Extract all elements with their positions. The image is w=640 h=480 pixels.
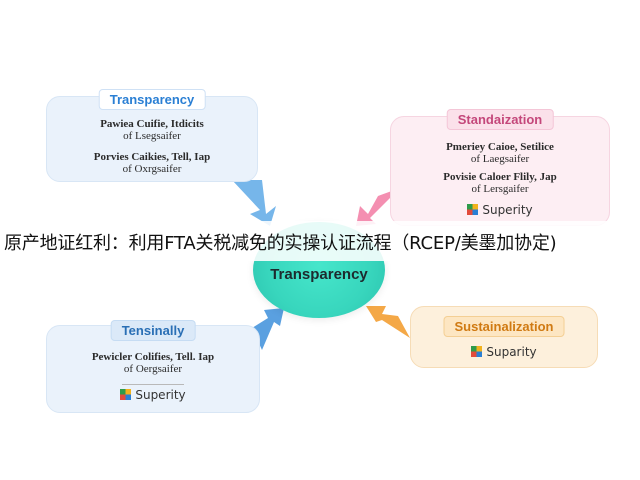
card-line: Porvies Caikies, Tell, Iap xyxy=(93,151,211,163)
card-line: of Lsegsaifer xyxy=(123,130,181,142)
card-line: Pawiea Cuifie, Itdicits xyxy=(100,118,204,130)
card-line: of Oxrgsaifer xyxy=(122,163,182,175)
logo-text: Superity xyxy=(482,203,533,217)
card-top-right: Standaization Pmeriey Caioe, Setilice of… xyxy=(390,109,610,226)
arrow-bottom-left xyxy=(252,308,284,350)
logo-text: Suparity xyxy=(486,345,537,359)
title-banner: 原产地证红利：利用FTA关税减免的实操认证流程（RCEP/美墨加协定) xyxy=(0,221,640,261)
superity-logo: Superity xyxy=(391,203,609,217)
card-title-sustainalization: Sustainalization xyxy=(443,316,565,337)
card-bottom-left: Tensinally Pewicler Colifies, Tell. Iap … xyxy=(46,320,260,413)
card-line: of Lersgaifer xyxy=(471,183,529,195)
hub-label: Transparency xyxy=(270,266,368,283)
card-line: Povisie Caloer Flily, Jap xyxy=(443,171,557,183)
arrow-top-right xyxy=(356,188,400,226)
arrow-top-left xyxy=(232,180,276,226)
card-title-tensinally: Tensinally xyxy=(110,320,196,341)
suparity-logo: Suparity xyxy=(411,345,597,359)
card-bottom-right: Sustainalization Suparity xyxy=(410,306,598,368)
logo-text: Superity xyxy=(135,388,186,402)
superity-logo-icon xyxy=(120,389,132,400)
superity-logo-icon xyxy=(467,204,479,215)
arrow-bottom-right xyxy=(366,306,410,338)
card-title-transparency: Transparency xyxy=(98,89,206,110)
logo-rule xyxy=(122,384,184,385)
card-line: Pewicler Colifies, Tell. Iap xyxy=(91,351,215,363)
card-line: of Laegsaifer xyxy=(470,153,530,165)
card-line: Pmeriey Caioe, Setilice xyxy=(446,141,554,153)
suparity-logo-icon xyxy=(471,346,483,357)
card-top-left: Transparency Pawiea Cuifie, Itdicits of … xyxy=(46,89,258,182)
banner-text: 原产地证红利：利用FTA关税减免的实操认证流程（RCEP/美墨加协定) xyxy=(4,233,557,254)
card-line: of Oergsaifer xyxy=(123,363,183,375)
superity-logo: Superity xyxy=(47,384,259,402)
card-title-standaization: Standaization xyxy=(446,109,554,130)
